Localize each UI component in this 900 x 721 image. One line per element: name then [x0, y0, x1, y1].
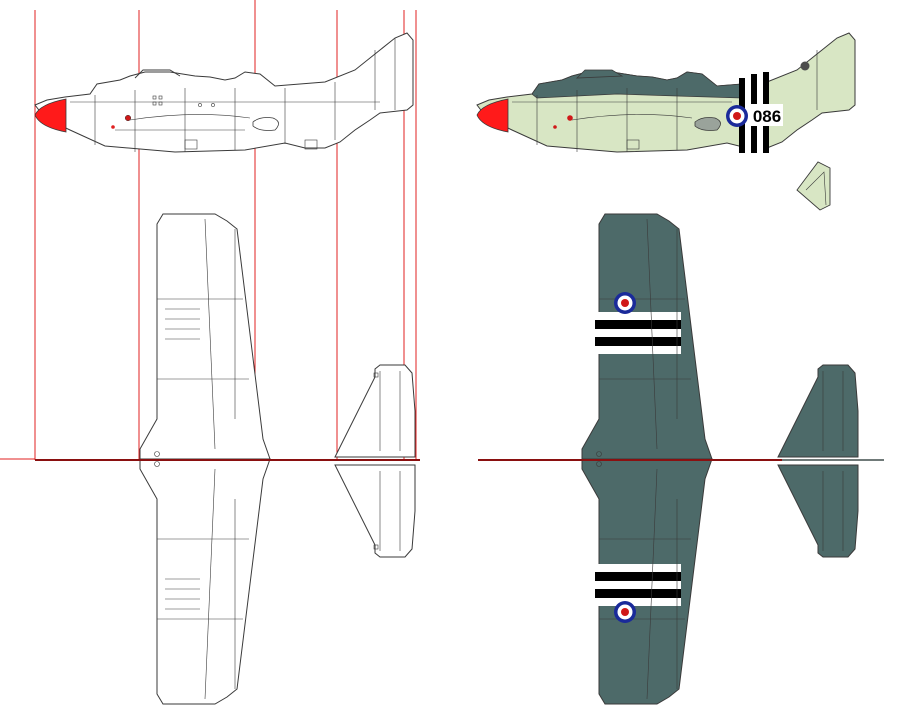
id-band-white — [745, 76, 751, 153]
side-view-outline — [34, 32, 414, 153]
exhaust-fairing — [252, 117, 279, 131]
upper-camouflage — [531, 71, 743, 99]
wing-top-view-colored — [581, 213, 713, 705]
wing-top-view-outline — [139, 213, 271, 705]
nose-cone — [476, 98, 509, 133]
tail-light — [800, 61, 810, 71]
serial-number: 086 — [753, 107, 781, 126]
canopy-outline — [134, 69, 181, 79]
line-drawing-view — [0, 0, 420, 705]
canopy-colored — [575, 69, 624, 79]
serial-background — [751, 104, 783, 126]
tailplane-top-view-outline — [334, 364, 416, 558]
tailplane-top-view-colored — [777, 364, 859, 558]
nose-cone — [34, 98, 67, 133]
raf-roundel-icon — [726, 105, 748, 127]
exhaust-fairing — [694, 117, 721, 131]
raf-roundel-icon — [614, 601, 636, 623]
colored-profile-view: 086 — [476, 32, 884, 705]
raf-roundel-icon — [614, 292, 636, 314]
side-view-colored: 086 — [476, 32, 856, 153]
